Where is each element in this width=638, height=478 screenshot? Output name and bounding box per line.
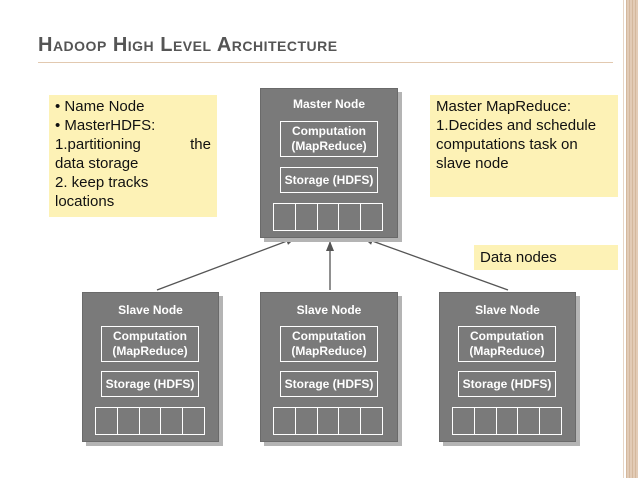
storage-block [318,204,340,230]
storage-block [475,408,497,434]
slave-storage-box: Storage (HDFS) [280,371,378,397]
master-storage-box: Storage (HDFS) [280,167,378,193]
storage-block [140,408,162,434]
slave-node-2: Slave Node Computation (MapReduce) Stora… [260,292,398,442]
note-line-locations: locations [55,193,115,210]
storage-block [183,408,204,434]
slave-storage-blocks [95,407,205,435]
master-node: Master Node Computation (MapReduce) Stor… [260,88,398,238]
note-mapreduce-title: Master MapReduce: [436,98,572,115]
note-bullet-name-node: • Name Node [55,98,145,115]
decorative-side-line [623,0,624,478]
note-mapreduce-line3: computations task on [436,136,578,153]
slave-node-label: Slave Node [296,303,362,317]
master-computation-title: Computation [292,124,366,138]
storage-block [274,204,296,230]
storage-block [161,408,184,434]
master-node-label: Master Node [292,97,366,111]
slave-node-1: Slave Node Computation (MapReduce) Stora… [82,292,219,442]
slave-storage-blocks [452,407,562,435]
slave-computation-box: Computation (MapReduce) [101,326,199,362]
arrow-slave1-to-master [156,237,296,291]
slave-computation-subtitle: (MapReduce) [112,344,188,358]
slave-storage-label: Storage (HDFS) [462,376,552,391]
slave-storage-label: Storage (HDFS) [284,376,374,391]
storage-block [339,408,362,434]
storage-block [497,408,519,434]
master-computation-subtitle: (MapReduce) [291,139,367,153]
slave-computation-box: Computation (MapReduce) [458,326,556,362]
master-mapreduce-note: Master MapReduce: 1.Decides and schedule… [430,95,618,197]
name-node-note: • Name Node • MasterHDFS: 1.partitioning… [49,95,217,217]
slave-computation-box: Computation (MapReduce) [280,326,378,362]
note-text-the: the [190,136,211,153]
note-mapreduce-line4: slave node [436,155,509,172]
slave-node-3: Slave Node Computation (MapReduce) Stora… [439,292,576,442]
slave-storage-blocks [273,407,383,435]
storage-block [296,204,318,230]
master-storage-blocks [273,203,383,231]
slave-storage-box: Storage (HDFS) [458,371,556,397]
note-bullet-master-hdfs: • MasterHDFS: [55,117,156,134]
storage-block [518,408,541,434]
note-line-partitioning: 1.partitioning the [55,135,211,154]
slave-computation-title: Computation [470,329,544,343]
storage-block [361,204,382,230]
storage-block [318,408,340,434]
arrow-slave3-to-master [363,237,509,291]
storage-block [296,408,318,434]
storage-block [274,408,296,434]
storage-block [540,408,561,434]
slave-node-label: Slave Node [118,303,183,317]
master-computation-box: Computation (MapReduce) [280,121,378,157]
storage-block [339,204,362,230]
data-nodes-note: Data nodes [474,245,618,270]
decorative-side-band [626,0,638,478]
storage-block [118,408,140,434]
storage-block [361,408,382,434]
note-line-keep-tracks: 2. keep tracks [55,174,149,191]
slave-computation-subtitle: (MapReduce) [469,344,545,358]
slave-computation-subtitle: (MapReduce) [291,344,367,358]
slave-computation-title: Computation [113,329,187,343]
note-line-data-storage: data storage [55,155,139,172]
title-divider [38,62,613,63]
slave-computation-title: Computation [292,329,366,343]
note-mapreduce-line2: 1.Decides and schedule [436,117,597,134]
slave-storage-box: Storage (HDFS) [101,371,199,397]
storage-block [453,408,475,434]
slave-storage-label: Storage (HDFS) [105,376,195,391]
slave-node-label: Slave Node [475,303,540,317]
master-storage-label: Storage (HDFS) [284,172,374,187]
note-text-partitioning: 1.partitioning [55,136,141,153]
slide-title: Hadoop High Level Architecture [38,34,338,56]
storage-block [96,408,118,434]
